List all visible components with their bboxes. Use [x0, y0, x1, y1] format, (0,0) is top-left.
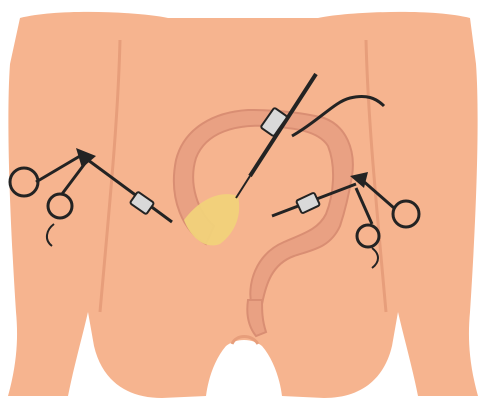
- torso: [8, 12, 478, 398]
